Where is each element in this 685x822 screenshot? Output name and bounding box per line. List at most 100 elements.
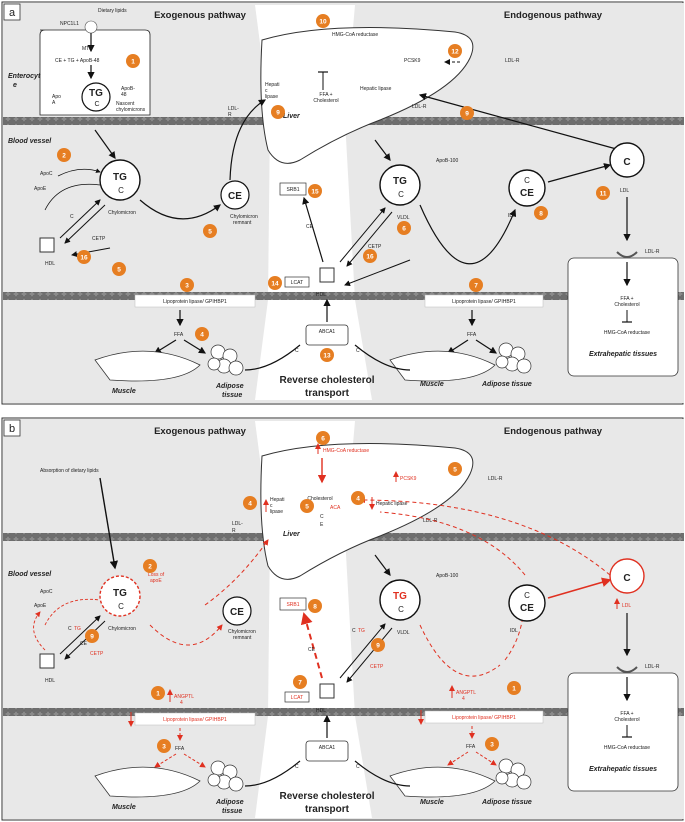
b-badge-8: 8 bbox=[308, 599, 322, 613]
a-liver-title: Liver bbox=[283, 113, 301, 120]
b-absorption: Absorption of dietary lipids bbox=[40, 468, 99, 474]
a-abca1: ABCA1 bbox=[319, 329, 336, 335]
b-cetp-left: CETP bbox=[90, 651, 104, 657]
a-apob48-1: ApoB- bbox=[121, 86, 135, 92]
a-badge-16b: 16 bbox=[363, 249, 377, 263]
a-badge-6: 6 bbox=[397, 221, 411, 235]
svg-text:7: 7 bbox=[474, 283, 478, 290]
b-badge-1b: 1 bbox=[507, 681, 521, 695]
a-extrahepatic: LDL-R FFA + Cholesterol HMG-CoA reductas… bbox=[567, 249, 679, 377]
a-ffa-2: Cholesterol bbox=[313, 98, 338, 104]
a-npc1l1: NPC1L1 bbox=[60, 21, 79, 27]
b-remnant-ce: CE bbox=[230, 607, 244, 618]
a-badge-12: 12 bbox=[448, 44, 462, 58]
svg-text:9: 9 bbox=[276, 110, 280, 117]
b-loss-apoe-2: apoE bbox=[150, 578, 162, 584]
b-exogenous-title: Exogenous pathway bbox=[154, 426, 247, 437]
b-lpl-tissues: ANGPTL 4 Lipoprotein lipase/ GPIHBP1 FFA… bbox=[94, 685, 544, 815]
a-idl: C CE IDL bbox=[419, 163, 612, 265]
b-hdl-mid-label: HDL bbox=[316, 708, 326, 714]
a-hep-lipase-left-2: c bbox=[265, 88, 268, 94]
b-idl: C CE IDL bbox=[508, 577, 612, 634]
b-c-small: C bbox=[320, 514, 324, 520]
a-chylo-label: Chylomicron bbox=[108, 210, 136, 216]
a-ce-tg-apob48: CE + TG + ApoB-48 bbox=[55, 58, 100, 64]
svg-text:7: 7 bbox=[298, 680, 302, 687]
a-nascent-tg: TG bbox=[89, 88, 103, 99]
b-ldl-c: C bbox=[623, 573, 630, 584]
a-nascent-1: Nascent bbox=[116, 101, 135, 107]
a-c-rev-right: C bbox=[356, 348, 360, 354]
b-adipose-right: Adipose tissue bbox=[481, 799, 532, 806]
a-idl-ce: CE bbox=[520, 188, 534, 199]
b-ldl: C LDL bbox=[609, 558, 645, 657]
a-muscle-right: Muscle bbox=[420, 381, 444, 388]
b-badge-3b: 3 bbox=[485, 737, 499, 751]
b-apoc: ApoC bbox=[40, 589, 53, 595]
panel-a-label-box bbox=[3, 3, 21, 21]
a-badge-15: 15 bbox=[308, 184, 322, 198]
b-badge-2: 2 bbox=[143, 559, 157, 573]
b-cholesterol: Cholesterol bbox=[307, 496, 332, 502]
b-badge-7: 7 bbox=[293, 675, 307, 689]
b-ldlr-ext: LDL-R bbox=[645, 664, 660, 670]
svg-text:4: 4 bbox=[248, 501, 252, 508]
a-adipose-right: Adipose tissue bbox=[481, 381, 532, 388]
svg-text:3: 3 bbox=[185, 283, 189, 290]
b-remnant-1: Chylomicron bbox=[228, 629, 256, 635]
b-ce-mid: CE bbox=[308, 647, 316, 653]
a-apob48-2: 48 bbox=[121, 92, 127, 98]
a-vldl: TG C VLDL ApoB-100 bbox=[374, 139, 458, 221]
b-c-left: C bbox=[68, 626, 72, 632]
b-hdl-left-label: HDL bbox=[45, 678, 55, 684]
a-lpl-left: Lipoprotein lipase/ GPIHBP1 bbox=[163, 299, 227, 305]
b-loss-apoe-1: Loss of bbox=[148, 572, 165, 578]
a-remnant-2: remnant bbox=[233, 220, 252, 226]
b-badge-6: 6 bbox=[316, 431, 330, 445]
a-cetp-left: CETP bbox=[92, 236, 106, 242]
svg-text:4: 4 bbox=[356, 496, 360, 503]
b-c-rev-right: C bbox=[356, 764, 360, 770]
a-ldlr-left-1: LDL- bbox=[228, 106, 239, 112]
a-reverse-1: Reverse cholesterol bbox=[279, 375, 374, 386]
a-ffa-right: FFA bbox=[467, 332, 477, 338]
b-hep-lipase-left-3: lipase bbox=[270, 509, 283, 515]
b-muscle-right: Muscle bbox=[420, 799, 444, 806]
svg-text:3: 3 bbox=[490, 742, 494, 749]
b-liver-title: Liver bbox=[283, 531, 301, 538]
b-apoe: ApoE bbox=[34, 603, 47, 609]
a-enterocyte-title-2: e bbox=[13, 82, 17, 89]
a-apob100: ApoB-100 bbox=[436, 158, 458, 164]
b-lcat: LCAT bbox=[291, 695, 303, 701]
a-dietary-lipids: Dietary lipids bbox=[98, 8, 127, 14]
svg-text:9: 9 bbox=[465, 111, 469, 118]
b-chylo-c: C bbox=[118, 602, 124, 611]
a-muscle-left: Muscle bbox=[112, 388, 136, 395]
b-vldl-label: VLDL bbox=[397, 630, 410, 636]
b-hdl-left: HDL C TG CE CETP bbox=[33, 611, 106, 684]
a-hep-lipase-right: Hepatic lipase bbox=[360, 86, 392, 92]
a-badge-11: 11 bbox=[596, 186, 610, 200]
panel-b: b Exogenous pathway Endogenous pathway A… bbox=[1, 417, 684, 821]
b-abca1: ABCA1 bbox=[319, 745, 336, 751]
a-nascent-2: chylomicrons bbox=[116, 107, 146, 113]
svg-text:11: 11 bbox=[600, 191, 607, 198]
a-ldl-c: C bbox=[623, 157, 630, 168]
b-vldl-tg: TG bbox=[393, 591, 407, 602]
b-muscle-right-shape bbox=[389, 766, 496, 798]
a-c-left: C bbox=[70, 214, 74, 220]
b-chylo-tg: TG bbox=[113, 588, 127, 599]
a-badge-7: 7 bbox=[469, 278, 483, 292]
a-badge-3: 3 bbox=[180, 278, 194, 292]
a-badge-16a: 16 bbox=[77, 250, 91, 264]
b-badge-5a: 5 bbox=[300, 499, 314, 513]
b-ldlr-left-1: LDL- bbox=[232, 521, 243, 527]
b-ldl-label: LDL bbox=[622, 603, 631, 609]
a-badge-5a: 5 bbox=[203, 224, 217, 238]
svg-text:10: 10 bbox=[319, 19, 327, 26]
b-reverse-2: transport bbox=[305, 804, 350, 815]
b-ffa-left: FFA bbox=[175, 746, 185, 752]
a-chylo-remnant: CE Chylomicron remnant bbox=[139, 99, 267, 226]
b-lpl-left: Lipoprotein lipase/ GPIHBP1 bbox=[163, 717, 227, 723]
